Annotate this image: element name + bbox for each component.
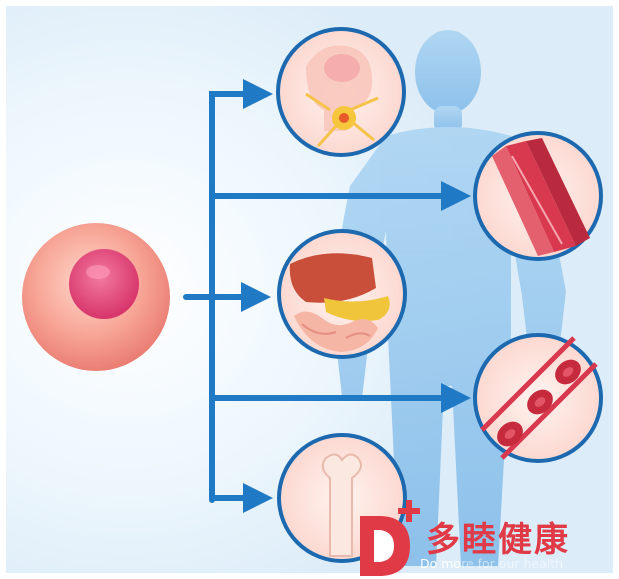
blood-cells-target: [475, 335, 601, 461]
brand-slogan-part2: re for our health: [461, 556, 563, 571]
liver-digestive-target: [279, 231, 405, 357]
brand-logo: 多睦健康 Do more for our health: [356, 498, 618, 578]
stem-cell: [22, 223, 170, 371]
muscle-tissue-target: [475, 133, 601, 259]
brand-slogan: Do more for our health: [420, 556, 563, 571]
brand-slogan-part1: Do mo: [420, 556, 461, 571]
logo-d-plus-icon: [356, 498, 428, 578]
brand-name-cn: 多睦健康: [426, 512, 570, 561]
nerve-cell-target: [278, 29, 404, 155]
diagram-canvas: [6, 6, 613, 573]
